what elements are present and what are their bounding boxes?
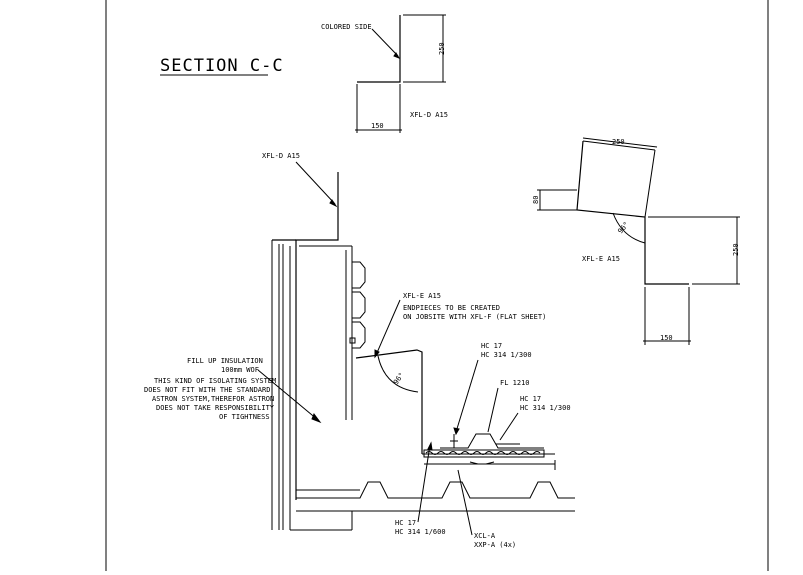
xcl-label: XCL-A [474, 532, 496, 540]
detail-top: COLORED SIDE 250 150 XFL-D A15 [321, 14, 448, 133]
top-dim-width: 150 [371, 122, 384, 130]
fl-label: FL 1210 [500, 379, 530, 387]
endpieces-line-2: ON JOBSITE WITH XFL-F (FLAT SHEET) [403, 313, 546, 321]
insulation-line-2: 100mm WOF [221, 366, 259, 374]
hc3-label-b: HC 314 1/600 [395, 528, 446, 536]
main-section: XFL-D A15 XFL-E A15 ENDPIECES TO BE CREA… [144, 152, 575, 549]
right-dim-top: 250 [612, 138, 625, 146]
insulation-line-7: OF TIGHTNESS [219, 413, 270, 421]
top-dim-height: 250 [438, 42, 446, 55]
endpieces-line-1: ENDPIECES TO BE CREATED [403, 304, 500, 312]
right-part-label: XFL-E A15 [582, 255, 620, 263]
right-angle: 96° [616, 220, 630, 235]
right-dim-width: 150 [660, 334, 673, 342]
xxp-label: XXP-A (4x) [474, 541, 516, 549]
main-angle: 96° [392, 371, 406, 386]
detail-right: 250 80 96° 250 XFL-E A15 150 [532, 137, 740, 345]
hc2-label-b: HC 314 1/300 [520, 404, 571, 412]
hc2-label-a: HC 17 [520, 395, 541, 403]
insulation-line-6: DOES NOT TAKE RESPONSIBILITY [156, 404, 275, 412]
hc1-label-b: HC 314 1/300 [481, 351, 532, 359]
insulation-line-4: DOES NOT FIT WITH THE STANDARD [144, 386, 270, 394]
top-part-label: XFL-D A15 [410, 111, 448, 119]
hc3-label-a: HC 17 [395, 519, 416, 527]
section-title: SECTION C-C [160, 56, 284, 76]
insulation-line-3: THIS KIND OF ISOLATING SYSTEM [154, 377, 276, 385]
right-dim-left: 80 [532, 196, 540, 204]
right-dim-height: 250 [732, 243, 740, 256]
insulation-line-1: FILL UP INSULATION [187, 357, 263, 365]
main-flashing-e-label: XFL-E A15 [403, 292, 441, 300]
main-flashing-top-label: XFL-D A15 [262, 152, 300, 160]
colored-side-label: COLORED SIDE [321, 23, 372, 31]
hc1-label-a: HC 17 [481, 342, 502, 350]
insulation-line-5: ASTRON SYSTEM,THEREFOR ASTRON [152, 395, 274, 403]
